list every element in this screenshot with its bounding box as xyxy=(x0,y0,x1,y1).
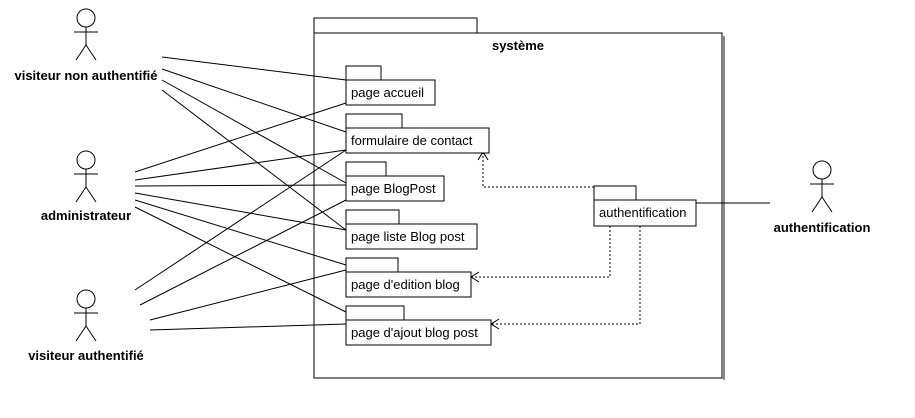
package-label: page d'ajout blog post xyxy=(351,325,478,340)
package-page-ajout-blog-post: page d'ajout blog post xyxy=(345,305,492,346)
actor-authentification-icon xyxy=(810,160,834,213)
package-label: page BlogPost xyxy=(351,181,436,196)
package-authentification: authentification xyxy=(593,185,697,227)
dependency-lines xyxy=(471,152,641,325)
association-lines xyxy=(134,56,770,331)
package-label: page d'edition blog xyxy=(351,277,460,292)
package-page-edition-blog: page d'edition blog xyxy=(345,257,472,298)
package-label: page liste Blog post xyxy=(351,229,465,244)
package-formulaire-de-contact: formulaire de contact xyxy=(345,113,490,154)
package-label: page accueil xyxy=(351,85,424,100)
actor-visiteur-non-authentifie-icon xyxy=(74,8,98,61)
package-page-accueil: page accueil xyxy=(345,65,436,106)
package-page-liste-blog-post: page liste Blog post xyxy=(345,209,478,250)
system-title: système xyxy=(492,38,544,53)
actor-label-administrateur: administrateur xyxy=(41,208,131,223)
package-page-blogpost: page BlogPost xyxy=(345,161,445,202)
actor-administrateur-icon xyxy=(74,150,98,203)
actor-label-authentification: authentification xyxy=(774,220,871,235)
actor-label-visiteur-authentifie: visiteur authentifié xyxy=(28,348,144,363)
package-label: formulaire de contact xyxy=(351,133,473,148)
actor-label-visiteur-non-authentifie: visiteur non authentifié xyxy=(14,68,157,83)
package-label: authentification xyxy=(599,205,686,220)
actor-visiteur-authentifie-icon xyxy=(74,289,98,342)
